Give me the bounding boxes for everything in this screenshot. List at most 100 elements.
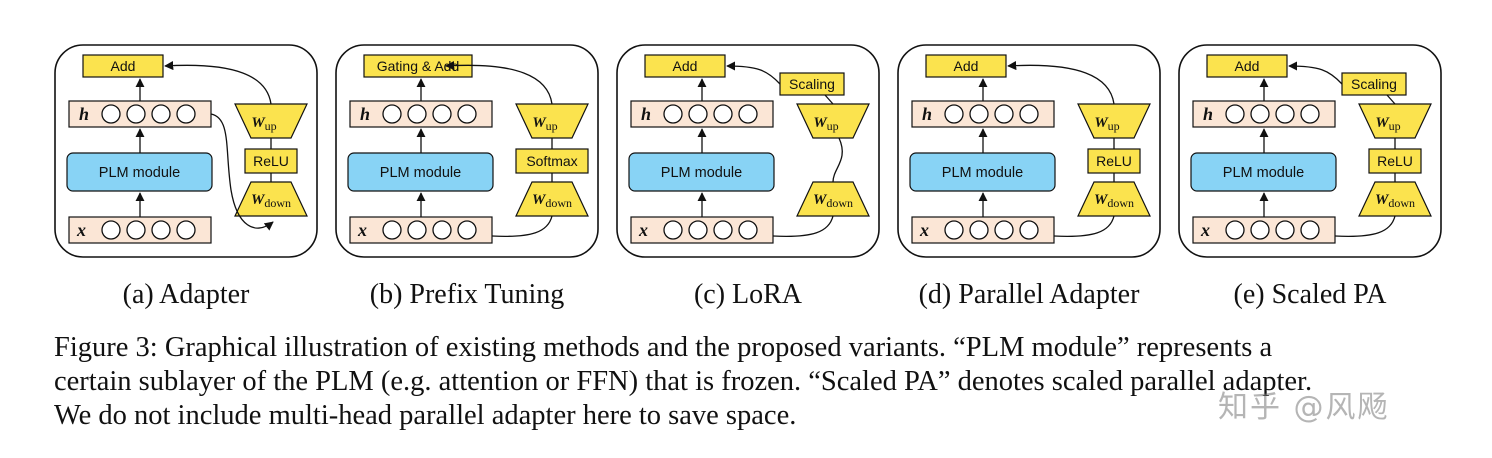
w-up-label: Wup [251, 115, 276, 133]
w-down-block [1358, 181, 1432, 217]
add-label: Add [1235, 58, 1260, 74]
arrow-to-add [1007, 60, 1115, 105]
scaling-label: Scaling [789, 76, 835, 92]
activation-box [1087, 148, 1141, 174]
add-label: Add [673, 58, 698, 74]
caption-line-1: Figure 3: Graphical illustration of exis… [54, 332, 1273, 363]
add-box [644, 54, 726, 78]
hidden-variable: h [1203, 104, 1213, 124]
panel-caption: (a) Adapter [123, 279, 250, 310]
activation-box [244, 148, 298, 174]
neuron [1250, 104, 1270, 124]
add-label: Gating & Add [377, 58, 460, 74]
hidden-variable: h [79, 104, 89, 124]
input-variable: x [1200, 220, 1210, 240]
plm-module-label: PLM module [942, 165, 1023, 181]
neuron [663, 104, 683, 124]
w-down-label: Wdown [1094, 192, 1134, 210]
arrow-input-to-adapter [1334, 215, 1396, 238]
hidden-variable: h [641, 104, 651, 124]
neuron [101, 220, 121, 240]
add-label: Add [111, 58, 136, 74]
activation-label: ReLU [1377, 153, 1413, 169]
w-down-label: Wdown [1375, 192, 1415, 210]
input-variable: x [919, 220, 929, 240]
hidden-variable: h [360, 104, 370, 124]
neuron [457, 104, 477, 124]
neuron [176, 220, 196, 240]
connector [832, 137, 843, 183]
w-up-block [1077, 103, 1151, 139]
arrow-to-add [445, 60, 553, 105]
neuron [969, 220, 989, 240]
neuron [1300, 104, 1320, 124]
panel-caption: (e) Scaled PA [1234, 279, 1388, 310]
w-up-label: Wup [813, 115, 838, 133]
neuron [994, 220, 1014, 240]
activation-label: Softmax [526, 153, 577, 169]
figure-caption: Figure 3: Graphical illustration of exis… [54, 331, 1454, 433]
neuron [1275, 220, 1295, 240]
neuron [944, 220, 964, 240]
w-down-block [796, 181, 870, 217]
neuron [126, 220, 146, 240]
activation-box [1368, 148, 1422, 174]
neuron [969, 104, 989, 124]
neuron [738, 104, 758, 124]
neuron [101, 104, 121, 124]
arrow-hidden-to-adapter [210, 113, 274, 231]
neuron [1019, 220, 1039, 240]
hidden-variable: h [922, 104, 932, 124]
arrow-to-add [164, 60, 272, 105]
plm-module-label: PLM module [380, 165, 461, 181]
panel-caption: (d) Parallel Adapter [919, 279, 1140, 310]
neuron [1300, 220, 1320, 240]
w-up-block [234, 103, 308, 139]
add-label: Add [954, 58, 979, 74]
input-variable: x [76, 220, 86, 240]
activation-label: ReLU [253, 153, 289, 169]
neuron [994, 104, 1014, 124]
arrow-input-to-adapter [772, 215, 834, 238]
caption-line-3: We do not include multi-head parallel ad… [54, 400, 797, 431]
panel-caption: (b) Prefix Tuning [370, 279, 564, 310]
w-up-label: Wup [1375, 115, 1400, 133]
w-down-label: Wdown [813, 192, 853, 210]
w-up-block [796, 103, 870, 139]
neuron [176, 104, 196, 124]
neuron [713, 104, 733, 124]
watermark: 知乎 @风飏 [1218, 390, 1390, 425]
arrow-input-to-adapter [491, 215, 553, 238]
w-up-block [515, 103, 589, 139]
scaling-label: Scaling [1351, 76, 1397, 92]
input-variable: x [638, 220, 648, 240]
neuron [688, 104, 708, 124]
neuron [126, 104, 146, 124]
plm-module-label: PLM module [661, 165, 742, 181]
neuron [151, 220, 171, 240]
arrow-to-add [1288, 61, 1343, 85]
plm-module-label: PLM module [1223, 165, 1304, 181]
neuron [738, 220, 758, 240]
neuron [151, 104, 171, 124]
neuron [457, 220, 477, 240]
connector [1386, 94, 1396, 105]
neuron [1275, 104, 1295, 124]
panel-caption: (c) LoRA [694, 279, 803, 310]
input-variable: x [357, 220, 367, 240]
neuron [382, 220, 402, 240]
neuron [382, 104, 402, 124]
neuron [407, 220, 427, 240]
neuron [944, 104, 964, 124]
add-box [82, 54, 164, 78]
neuron [407, 104, 427, 124]
w-down-block [515, 181, 589, 217]
w-down-label: Wdown [251, 192, 291, 210]
caption-line-2: certain sublayer of the PLM (e.g. attent… [54, 366, 1313, 397]
